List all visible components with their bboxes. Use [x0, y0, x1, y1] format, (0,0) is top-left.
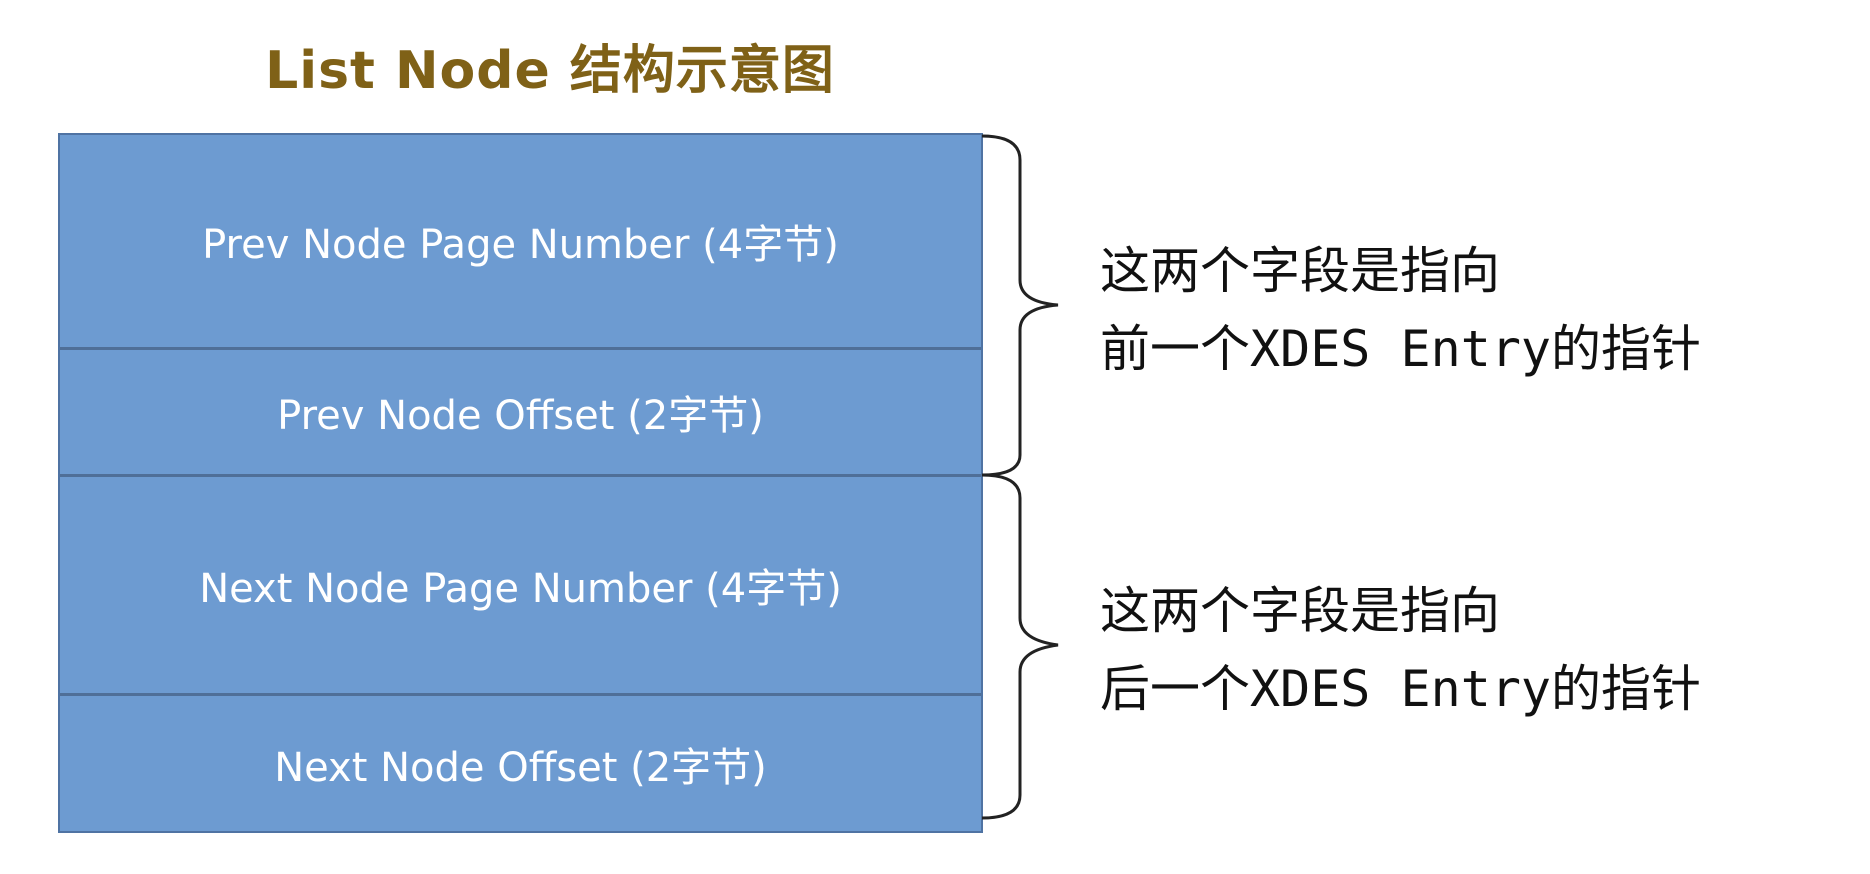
- list-node-structure: Prev Node Page Number (4字节) Prev Node Of…: [58, 133, 983, 833]
- prev-node-page-number-field: Prev Node Page Number (4字节): [60, 135, 981, 350]
- prev-pointer-brace: [981, 134, 1059, 477]
- next-node-page-number-field: Next Node Page Number (4字节): [60, 477, 981, 696]
- annotation-line: 前一个XDES Entry的指针: [1100, 320, 1702, 378]
- next-pointer-annotation: 这两个字段是指向 后一个XDES Entry的指针: [1100, 572, 1701, 728]
- diagram-title: List Node 结构示意图: [265, 41, 835, 101]
- annotation-line: 后一个XDES Entry的指针: [1100, 660, 1702, 718]
- prev-node-offset-field: Prev Node Offset (2字节): [60, 350, 981, 477]
- next-pointer-brace: [981, 473, 1059, 820]
- braces: [981, 134, 1059, 820]
- next-node-offset-field: Next Node Offset (2字节): [60, 696, 981, 831]
- annotation-line: 这两个字段是指向: [1100, 242, 1500, 300]
- prev-pointer-annotation: 这两个字段是指向 前一个XDES Entry的指针: [1100, 232, 1701, 388]
- annotation-line: 这两个字段是指向: [1100, 582, 1500, 640]
